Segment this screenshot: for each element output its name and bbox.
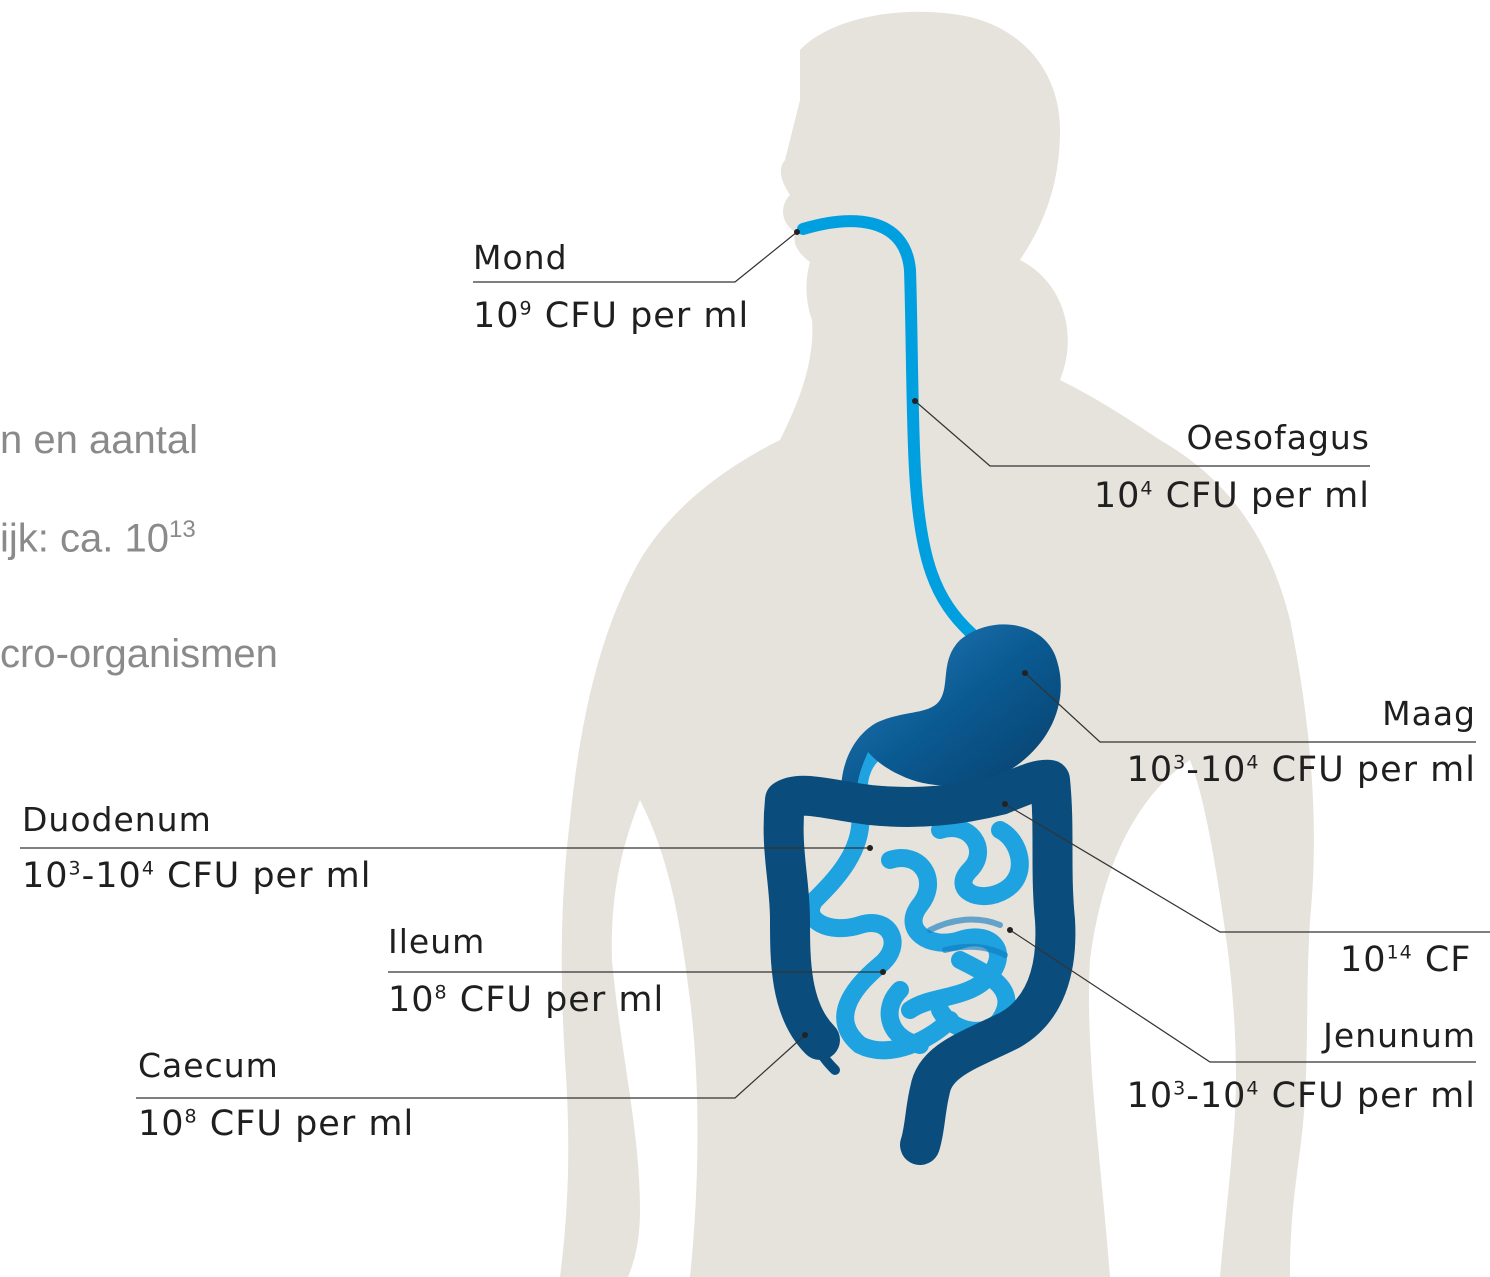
label-duodenum-name: Duodenum xyxy=(22,800,212,839)
label-oesofagus-name: Oesofagus xyxy=(1186,418,1370,457)
label-caecum-value: 108 CFU per ml xyxy=(138,1104,414,1144)
label-oesofagus-value: 104 CFU per ml xyxy=(1094,476,1370,516)
label-maag-value: 103-104 CFU per ml xyxy=(1127,750,1476,790)
label-jenunum-name: Jenunum xyxy=(1323,1016,1476,1055)
label-ileum-value: 108 CFU per ml xyxy=(388,980,664,1020)
bullet-text-2: ijk: ca. 1013 xyxy=(0,516,196,561)
label-colon-value: 1014 CF xyxy=(1340,940,1471,980)
label-duodenum-value: 103-104 CFU per ml xyxy=(22,856,371,896)
label-mond-value: 109 CFU per ml xyxy=(473,296,749,336)
bullet-text-3: cro-organismen xyxy=(0,632,278,677)
label-mond-name: Mond xyxy=(473,238,568,277)
label-jenunum-value: 103-104 CFU per ml xyxy=(1127,1076,1476,1116)
label-maag-name: Maag xyxy=(1382,694,1476,733)
label-ileum-name: Ileum xyxy=(388,922,485,961)
label-caecum-name: Caecum xyxy=(138,1046,279,1085)
bullet-text-1: n en aantal xyxy=(0,418,198,463)
